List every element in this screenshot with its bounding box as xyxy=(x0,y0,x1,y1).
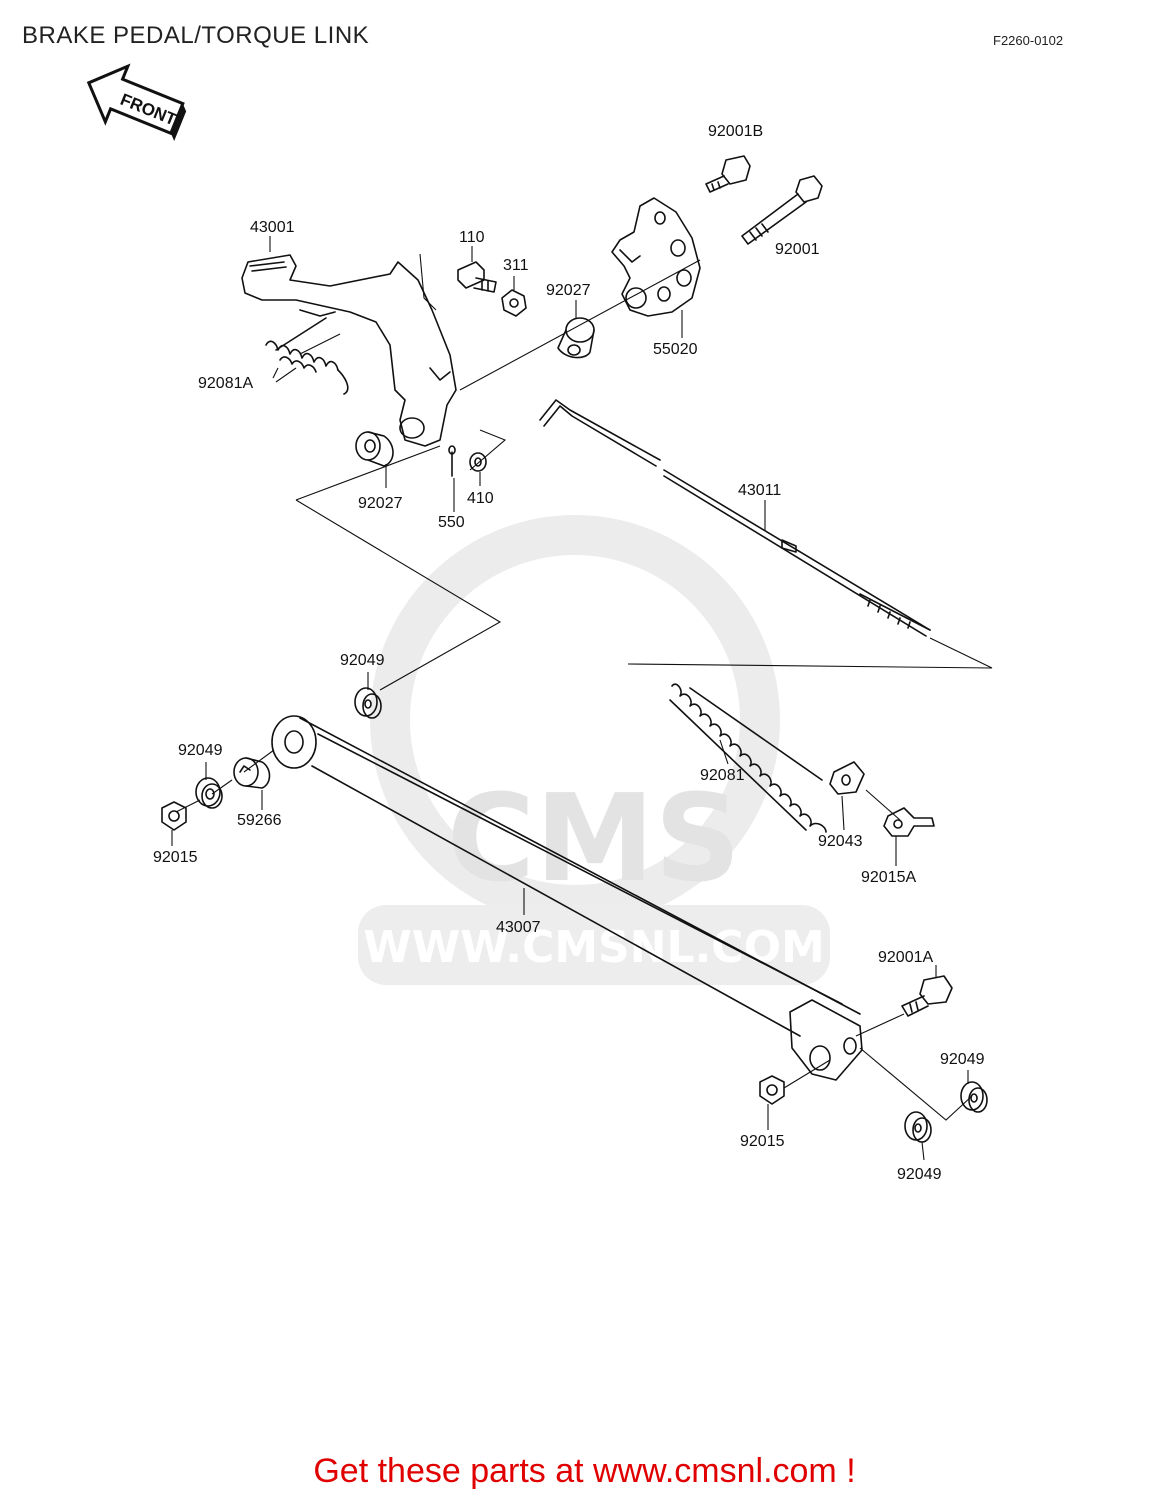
cotter-pin-550 xyxy=(448,445,456,477)
footer-link[interactable]: Get these parts at www.cmsnl.com ! xyxy=(313,1452,856,1490)
page-title: BRAKE PEDAL/TORQUE LINK xyxy=(22,22,370,49)
label-92001B: 92001B xyxy=(708,123,763,140)
nut-92015-bottom xyxy=(759,1075,785,1105)
nut-92015-left xyxy=(161,801,187,831)
bolt-92001 xyxy=(741,175,823,245)
label-92027-top: 92027 xyxy=(546,282,591,299)
label-311: 311 xyxy=(503,257,529,274)
label-43011: 43011 xyxy=(738,482,781,499)
assembly-lines xyxy=(175,253,993,1121)
label-550: 550 xyxy=(438,514,465,531)
label-92001A: 92001A xyxy=(878,949,933,966)
label-92049-top: 92049 xyxy=(340,652,385,669)
part-labels: 92001B 43001 110 311 92027 92001 55020 9… xyxy=(153,123,985,1183)
label-leaders xyxy=(171,236,969,1161)
label-92027-bottom: 92027 xyxy=(358,495,403,512)
label-92081: 92081 xyxy=(700,767,745,784)
washer-92049-top xyxy=(354,687,382,719)
label-92049-bottom: 92049 xyxy=(897,1166,942,1183)
label-92081A: 92081A xyxy=(198,375,253,392)
bolt-110 xyxy=(457,261,497,293)
label-92049-right: 92049 xyxy=(940,1051,985,1068)
bushing-92027-bottom xyxy=(355,431,394,467)
arm-55020 xyxy=(611,197,701,317)
nut-311 xyxy=(501,289,527,317)
washer-410 xyxy=(469,452,487,472)
label-410: 410 xyxy=(467,490,494,507)
bolt-92001A xyxy=(901,975,953,1017)
label-92001: 92001 xyxy=(775,241,820,258)
bushing-92027-top xyxy=(557,317,595,359)
nut-92015A xyxy=(883,807,935,837)
spacer-92043 xyxy=(829,761,865,795)
watermark-url: WWW.CMSNL.COM xyxy=(363,922,825,973)
label-43007: 43007 xyxy=(496,919,541,936)
front-arrow-icon: FRONT xyxy=(86,63,187,142)
torque-link-43007 xyxy=(271,715,863,1081)
label-59266: 59266 xyxy=(237,812,282,829)
rubber-bushing-59266 xyxy=(233,757,271,789)
washer-92049-bottom xyxy=(904,1111,932,1143)
washer-92049-right xyxy=(960,1081,988,1113)
watermark: CMS WWW.CMSNL.COM xyxy=(358,515,830,985)
label-92015-bottom: 92015 xyxy=(740,1133,785,1150)
figure-code: F2260-0102 xyxy=(993,33,1064,48)
brake-rod-43011 xyxy=(539,399,931,637)
bolt-92001B xyxy=(705,155,751,193)
label-92015A: 92015A xyxy=(861,869,916,886)
spring-92081 xyxy=(669,683,827,833)
label-55020: 55020 xyxy=(653,341,698,358)
label-92049-left: 92049 xyxy=(178,742,223,759)
label-92043: 92043 xyxy=(818,833,863,850)
return-spring-92081A xyxy=(265,317,349,395)
brake-pedal-43001 xyxy=(241,254,457,447)
label-110: 110 xyxy=(459,229,485,246)
watermark-banner xyxy=(358,905,830,985)
watermark-brand: CMS xyxy=(447,770,741,909)
label-92015-left: 92015 xyxy=(153,849,198,866)
label-43001: 43001 xyxy=(250,219,295,236)
washer-92049-left xyxy=(195,777,223,809)
